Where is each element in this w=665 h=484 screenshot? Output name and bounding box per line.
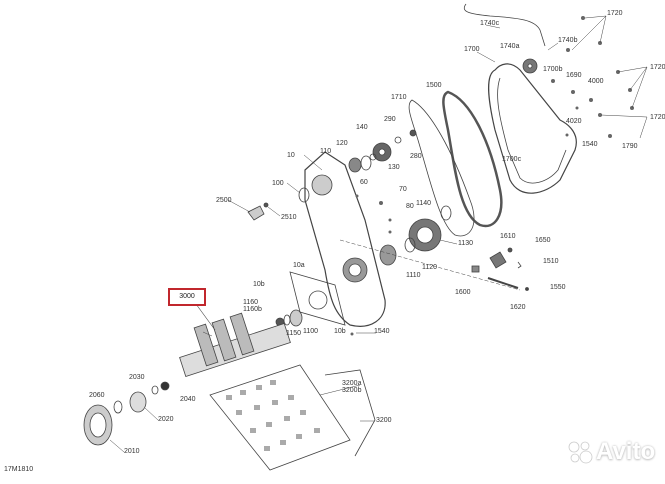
part-label: 1700 bbox=[464, 46, 480, 53]
part-label: 1740a bbox=[500, 43, 520, 50]
part-label: 1500 bbox=[426, 82, 442, 89]
nut-2040 bbox=[160, 381, 170, 391]
highlighted-part-3000[interactable]: 3000 bbox=[168, 288, 206, 306]
cover-1700 bbox=[487, 63, 577, 194]
part-label: 1790 bbox=[622, 143, 638, 150]
seal-1100 bbox=[289, 309, 303, 327]
part-label: 70 bbox=[399, 186, 407, 193]
bracket-1610 bbox=[489, 251, 507, 269]
part-label: 110 bbox=[320, 148, 332, 155]
nut-2510 bbox=[263, 202, 269, 208]
part-label: 120 bbox=[336, 140, 348, 147]
avito-watermark: Avito bbox=[566, 438, 661, 466]
part-label: 1160 bbox=[243, 299, 259, 306]
part-label: 1120 bbox=[422, 264, 438, 271]
part-label: 140 bbox=[356, 124, 368, 131]
part-label: 3200a bbox=[342, 380, 362, 387]
part-label: 1600 bbox=[455, 289, 471, 296]
part-label: 290 bbox=[384, 116, 396, 123]
part-label: 4000 bbox=[588, 78, 604, 85]
part-label: 1150 bbox=[286, 330, 302, 337]
ring-1120 bbox=[404, 237, 416, 253]
part-label: 1100 bbox=[303, 328, 319, 335]
part-label: 1610 bbox=[500, 233, 516, 240]
plate-10a bbox=[289, 271, 346, 326]
part-label: 1510 bbox=[543, 258, 559, 265]
part-label: 2510 bbox=[281, 214, 297, 221]
part-label: 10b bbox=[334, 328, 346, 335]
part-label: 1740b bbox=[558, 37, 578, 44]
rod-1620 bbox=[487, 277, 519, 289]
fork-kit-3200 bbox=[209, 364, 351, 471]
part-label: 1740c bbox=[480, 20, 500, 27]
part-label: 1620 bbox=[510, 304, 526, 311]
part-label: 60 bbox=[360, 179, 368, 186]
part-label: 1690 bbox=[566, 72, 582, 79]
part-label-3000: 3000 bbox=[179, 293, 195, 300]
part-label: 1720 bbox=[650, 64, 665, 71]
ring-120 bbox=[360, 155, 372, 171]
part-label: 1540 bbox=[582, 141, 598, 148]
part-label: 100 bbox=[272, 180, 284, 187]
part-label: 2040 bbox=[180, 396, 196, 403]
part-label: 1710 bbox=[391, 94, 407, 101]
shaft-3000 bbox=[179, 312, 291, 378]
ring-280 bbox=[394, 136, 402, 144]
part-label: 10b bbox=[253, 281, 265, 288]
seal-100 bbox=[298, 187, 310, 203]
part-label: 1540 bbox=[374, 328, 390, 335]
ring-2060 bbox=[113, 400, 123, 414]
part-label: 2020 bbox=[158, 416, 174, 423]
belt-1500 bbox=[442, 90, 503, 228]
part-1600 bbox=[471, 265, 480, 273]
part-label: 1720 bbox=[607, 10, 623, 17]
bracket-2500 bbox=[247, 205, 265, 221]
cable-1740c bbox=[464, 3, 546, 47]
nut-290 bbox=[409, 129, 417, 137]
part-label: 3200 bbox=[376, 417, 392, 424]
ring-2030 bbox=[151, 385, 159, 395]
avito-logo-icon bbox=[568, 441, 593, 464]
part-label: 1650 bbox=[535, 237, 551, 244]
seal-1110 bbox=[379, 244, 397, 266]
bearing-2020 bbox=[129, 391, 147, 413]
part-label: 280 bbox=[410, 153, 422, 160]
part-label: 1700b bbox=[543, 66, 563, 73]
part-label: 1130 bbox=[458, 240, 474, 247]
part-label: 10a bbox=[293, 262, 305, 269]
part-label: 1110 bbox=[406, 272, 421, 279]
housing-10 bbox=[304, 151, 386, 327]
diagram-reference-code: 17M1810 bbox=[4, 466, 34, 473]
nut-1550 bbox=[525, 287, 529, 291]
part-label: 4020 bbox=[566, 118, 582, 125]
part-label: 2060 bbox=[89, 392, 105, 399]
washer-130 bbox=[369, 153, 377, 161]
part-label: 10 bbox=[287, 152, 295, 159]
part-label: 1140 bbox=[416, 200, 432, 207]
part-label: 2500 bbox=[216, 197, 232, 204]
part-label: 2030 bbox=[129, 374, 145, 381]
ring-1140 bbox=[440, 205, 452, 221]
part-label: 1160b bbox=[243, 306, 262, 313]
ring-1150 bbox=[283, 314, 291, 326]
part-label: 1550 bbox=[550, 284, 566, 291]
clip-1510 bbox=[517, 261, 522, 269]
part-label: 3200b bbox=[342, 387, 362, 394]
part-label: 1700c bbox=[502, 156, 522, 163]
watermark-text: Avito bbox=[596, 438, 656, 465]
nut-1650 bbox=[507, 247, 513, 253]
part-label: 1720 bbox=[650, 114, 665, 121]
part-label: 130 bbox=[388, 164, 400, 171]
part-label: 80 bbox=[406, 203, 414, 210]
bearing-housing bbox=[311, 174, 333, 196]
bearing-110 bbox=[348, 157, 362, 173]
part-label: 2010 bbox=[124, 448, 140, 455]
